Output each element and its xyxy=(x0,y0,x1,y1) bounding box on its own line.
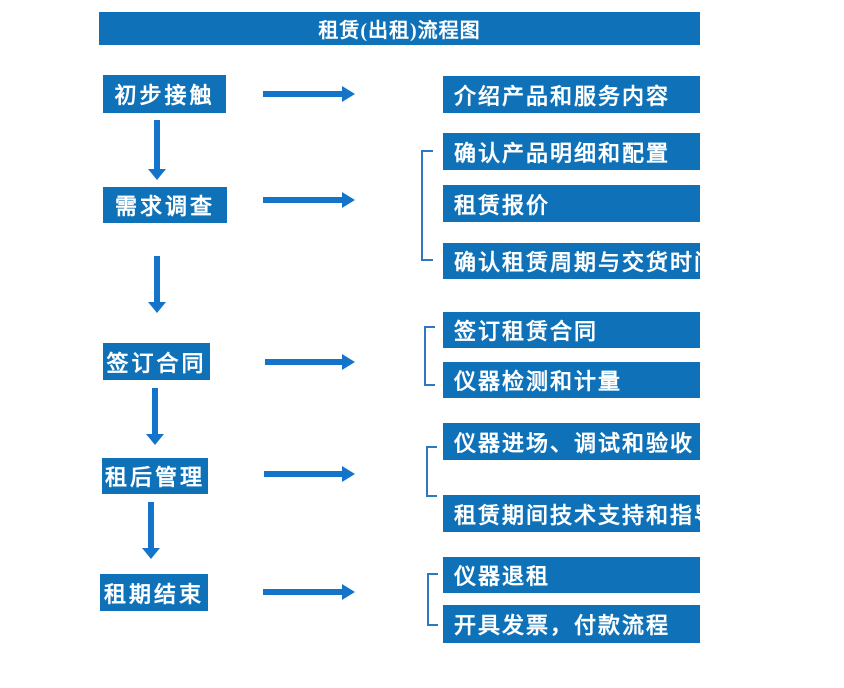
arrow-down-1 xyxy=(148,120,166,180)
detail-box-sign-rental-contract: 签订租赁合同 xyxy=(443,312,700,348)
flowchart-title: 租赁(出租)流程图 xyxy=(99,12,700,45)
detail-box-confirm-product-details: 确认产品明细和配置 xyxy=(443,133,700,170)
arrow-head xyxy=(148,169,166,180)
bracket-group-rental-end xyxy=(427,573,438,626)
detail-box-invoice-payment: 开具发票，付款流程 xyxy=(443,605,700,643)
arrow-head xyxy=(342,354,355,370)
arrow-right-5 xyxy=(263,584,355,600)
arrow-shaft xyxy=(263,589,344,595)
arrow-head xyxy=(342,86,355,102)
step-box-post-rental-management: 租后管理 xyxy=(102,458,208,494)
arrow-shaft xyxy=(152,388,158,435)
detail-box-instrument-arrival: 仪器进场、调试和验收 xyxy=(443,423,700,460)
arrow-shaft xyxy=(263,91,344,97)
arrow-right-3 xyxy=(265,354,355,370)
detail-box-instrument-testing: 仪器检测和计量 xyxy=(443,362,700,398)
step-box-sign-contract: 签订合同 xyxy=(103,343,210,380)
detail-box-technical-support: 租赁期间技术支持和指导 xyxy=(443,495,716,532)
arrow-head xyxy=(142,548,160,559)
bracket-group-post-rental xyxy=(426,446,437,497)
bracket-group-sign-contract xyxy=(424,326,435,386)
arrow-right-4 xyxy=(264,466,355,482)
arrow-head xyxy=(342,192,355,208)
arrow-shaft xyxy=(263,197,344,203)
arrow-head xyxy=(342,584,355,600)
arrow-shaft xyxy=(154,256,160,303)
arrow-head xyxy=(342,466,355,482)
arrow-shaft xyxy=(265,359,344,365)
step-box-demand-survey: 需求调查 xyxy=(103,187,227,223)
arrow-head xyxy=(148,302,166,313)
arrow-down-4 xyxy=(142,502,160,559)
arrow-right-1 xyxy=(263,86,355,102)
arrow-down-2 xyxy=(148,256,166,313)
detail-box-introduce-products: 介绍产品和服务内容 xyxy=(443,76,700,113)
detail-box-confirm-rental-period: 确认租赁周期与交货时间 xyxy=(443,243,716,279)
arrow-down-3 xyxy=(146,388,164,445)
arrow-right-2 xyxy=(263,192,355,208)
step-box-rental-end: 租期结束 xyxy=(100,574,208,611)
arrow-shaft xyxy=(148,502,154,549)
bracket-group-demand-survey xyxy=(421,150,433,261)
step-box-initial-contact: 初步接触 xyxy=(103,75,226,113)
arrow-shaft xyxy=(154,120,160,170)
arrow-head xyxy=(146,434,164,445)
detail-box-rental-quote: 租赁报价 xyxy=(443,185,700,222)
detail-box-instrument-return: 仪器退租 xyxy=(443,557,700,593)
arrow-shaft xyxy=(264,471,344,477)
